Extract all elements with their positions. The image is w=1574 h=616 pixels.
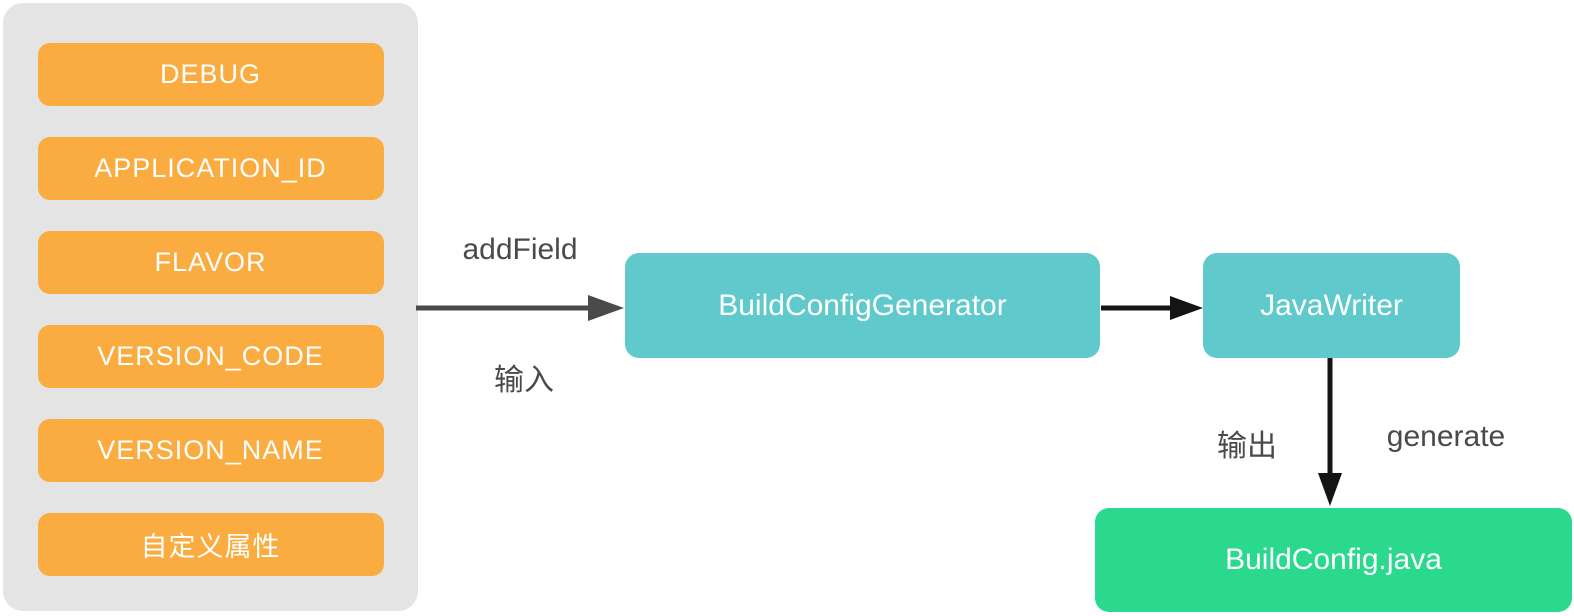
field-chip-custom-attributes: 自定义属性 [37,513,384,576]
node-buildconfig-java: BuildConfig.java [1095,508,1572,612]
edge-label-generate: generate [1386,420,1506,453]
arrow-generator-to-writer-icon [1101,296,1203,320]
edge-label-input: 输入 [494,364,554,397]
field-chip-version-name: VERSION_NAME [37,419,384,482]
edge-label-output: 输出 [1217,430,1277,463]
edge-label-addfield: addField [462,233,578,266]
field-chip-application-id: APPLICATION_ID [37,137,384,200]
field-chip-version-code: VERSION_CODE [37,325,384,388]
arrow-input-right-icon [416,295,624,321]
node-javawriter: JavaWriter [1203,253,1460,358]
field-chip-flavor: FLAVOR [37,231,384,294]
node-buildconfiggenerator: BuildConfigGenerator [625,253,1100,358]
fields-panel: DEBUG APPLICATION_ID FLAVOR VERSION_CODE… [3,3,418,611]
field-chip-debug: DEBUG [37,43,384,106]
